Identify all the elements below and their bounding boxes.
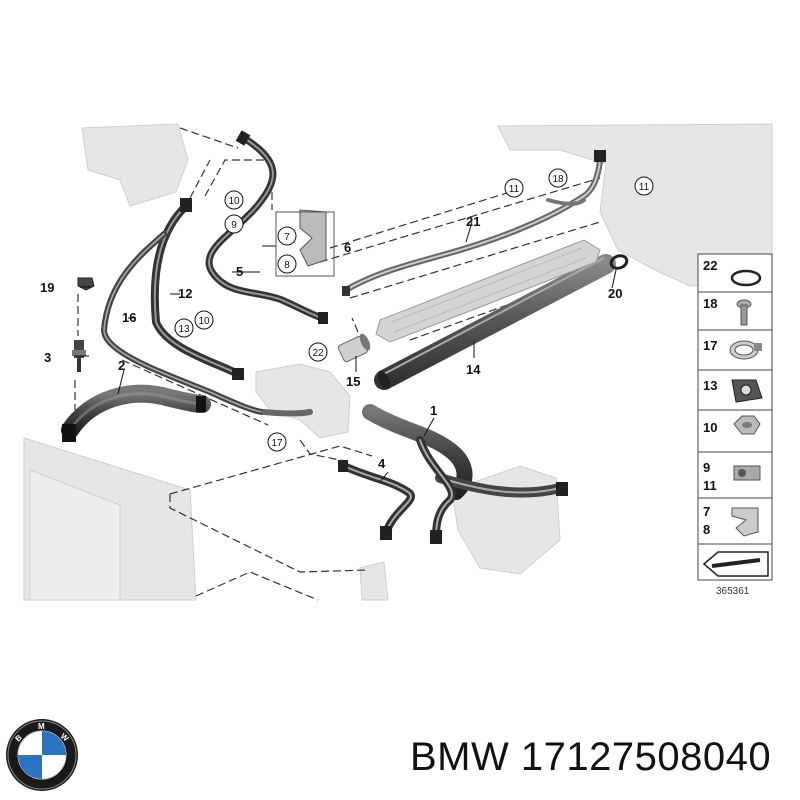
sleeve-15 [337,333,371,363]
sensor-3 [72,340,86,372]
panel-label-18: 18 [703,296,717,311]
callout-12: 12 [178,286,192,301]
callout-3: 3 [44,350,51,365]
leader-lines [74,221,617,483]
callout-7: 7 [284,232,290,243]
nut-icon [733,415,761,435]
callout-13: 13 [178,324,190,335]
svg-text:B: B [14,733,24,744]
callout-11a: 11 [509,184,520,195]
svg-text:W: W [59,732,71,744]
callout-19: 19 [40,280,54,295]
inset-box-7-8 [275,211,335,277]
hose-clamp-icon [729,340,762,360]
part-number-caption: BMW 17127508040 [410,735,772,779]
callout-15: 15 [346,374,360,389]
callout-9: 9 [231,220,237,231]
hoses [61,134,603,542]
callout-5: 5 [236,264,243,279]
callout-11b: 11 [639,182,650,193]
callout-21: 21 [466,214,480,229]
hose-1-upper [362,404,473,500]
hose-2 [61,384,211,439]
callout-10b: 10 [198,316,210,327]
circled-callout-labels: 10 9 7 8 13 10 22 17 11 18 11 [178,174,649,449]
engine-block-right [497,123,773,287]
callout-labels: 1 2 3 4 5 6 12 14 15 16 19 20 21 [40,214,622,471]
callout-17: 17 [271,438,283,449]
callout-8: 8 [284,260,290,271]
rubber-mount-icon [731,379,763,403]
svg-text:M: M [38,722,45,731]
callout-10a: 10 [228,196,240,207]
direction-arrow-icon [702,551,769,577]
panel-label-11: 11 [703,478,717,493]
bolt-icon [736,299,752,326]
clip-6 [299,209,327,267]
panel-label-8: 8 [703,522,710,537]
hose-4 [340,462,415,538]
o-ring-icon [730,269,762,287]
ring-20 [609,254,629,270]
callout-16: 16 [122,310,136,325]
callout-4: 4 [378,456,386,471]
hose-17 [261,409,313,417]
panel-label-9: 9 [703,460,710,475]
document-number: 365361 [716,586,750,597]
hose-end-caps [62,130,606,544]
expansion-tank [81,123,189,207]
radiator-fan [29,469,121,601]
heat-shield [375,239,601,343]
callout-18: 18 [552,174,564,185]
dashed-reference-lines [74,127,611,601]
panel-label-7: 7 [703,504,710,519]
thermostat-housing [255,363,351,439]
callout-1: 1 [430,403,437,418]
callout-14: 14 [466,362,481,377]
callout-2: 2 [118,358,125,373]
clip-icon [733,465,761,481]
bracket-clip-icon [731,507,759,537]
panel-label-17: 17 [703,338,717,353]
callout-22: 22 [312,348,324,359]
panel-label-10: 10 [703,420,717,435]
callout-6: 6 [344,240,351,255]
parts-panel: 22 18 17 13 10 9 11 7 8 [697,253,773,581]
panel-label-13: 13 [703,378,717,393]
pipe-14 [374,254,616,390]
circled-callouts [174,168,654,452]
pipe-small-18 [546,198,586,206]
panel-label-22: 22 [703,258,717,273]
connector-19 [77,277,95,291]
callout-20: 20 [608,286,622,301]
bmw-logo-icon: B M W [6,719,78,791]
fitting-bottom [359,561,389,601]
